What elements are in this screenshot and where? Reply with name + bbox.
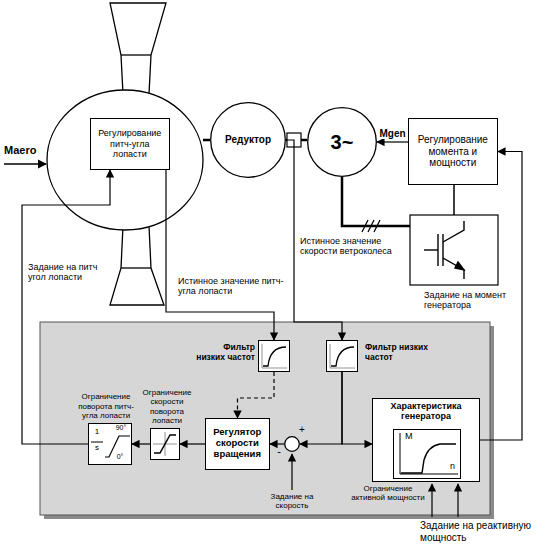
three-phase-mark <box>362 220 380 232</box>
power-wire <box>342 177 410 226</box>
gearbox-circle: Редуктор <box>210 102 286 178</box>
characteristic-curve <box>401 444 456 473</box>
node-text: 0° <box>113 453 127 461</box>
circle-shape <box>308 108 377 177</box>
node-text: Регулирование питч-угла лопасти <box>94 128 166 159</box>
integrator-box: Ограничение поворота питч-угла лопасти1s… <box>88 423 132 465</box>
torque-arrow <box>4 163 46 164</box>
node-text: Редуктор <box>218 134 278 146</box>
signal-connector <box>342 372 372 444</box>
signal-connector <box>180 443 205 444</box>
annotation-label: Задание на скорость <box>262 492 322 510</box>
summing-junction: -+ <box>284 436 300 452</box>
axis <box>262 344 287 368</box>
annotation-label: Задание на реактивную мощность <box>420 520 552 543</box>
signal-connector <box>132 443 150 444</box>
annotation-label: Истинное значение питч-угла лопасти <box>178 276 288 297</box>
annotation-label: Maero <box>4 144 48 157</box>
circle-outline <box>284 436 300 452</box>
signal-connector <box>377 141 408 142</box>
edge-label: Mgen <box>377 128 407 140</box>
node-text: + <box>298 424 306 436</box>
annotation-label: Истинное значение скорости ветроколеса <box>300 236 400 257</box>
limit-curve <box>154 435 176 453</box>
node-text: Регулятор скорости вращения <box>209 427 266 460</box>
filter-curve <box>331 347 354 366</box>
annotation-label: Ограничение активной мощности <box>348 484 428 502</box>
node-heading: Ограничение скорости поворота лопасти <box>139 388 195 425</box>
filter-curve <box>263 347 286 366</box>
controller-panel <box>40 322 490 515</box>
rotor-hub <box>47 90 203 230</box>
node-text: M <box>405 431 415 441</box>
box-symbol <box>259 341 289 371</box>
input-arrow <box>291 454 292 490</box>
annotation-label: Задание на момент генератора <box>424 290 516 311</box>
lowpass-filter-box: Фильтр низких частот <box>258 340 290 372</box>
converter-box <box>410 215 498 285</box>
circle-shape <box>211 103 286 178</box>
annotation-label: Задание на питч угол лопасти <box>28 262 106 283</box>
input-arrow <box>431 484 432 517</box>
shaft <box>203 139 210 142</box>
fraction-bar <box>91 442 103 443</box>
box-symbol <box>151 429 179 459</box>
node-text: Характеристика генератора <box>375 401 477 422</box>
box-symbol <box>327 341 357 371</box>
pitch-control-box: Регулирование питч-угла лопасти <box>90 118 170 170</box>
input-arrow <box>457 484 458 517</box>
node-text: Фильтр низких частот <box>195 343 255 363</box>
node-heading: Ограничение поворота питч-угла лопасти <box>77 392 135 420</box>
node-text: Фильтр низких частот <box>365 343 437 363</box>
signal-connector <box>166 170 274 340</box>
control-wire <box>453 185 455 215</box>
axis <box>330 344 355 368</box>
signal-connector <box>238 372 275 418</box>
rate-limiter-box: Ограничение скорости поворота лопасти <box>150 428 180 460</box>
circle-shape <box>285 437 300 452</box>
signal-connector <box>300 372 342 444</box>
igbt-symbol <box>424 221 464 279</box>
characteristic-plot: Mn <box>393 429 461 479</box>
node-text: n <box>450 461 459 471</box>
node-text: - <box>276 445 282 458</box>
generator-characteristic-box: Характеристика генератораMn <box>372 398 480 482</box>
node-text: 90° <box>112 424 130 432</box>
node-text: 3~ <box>315 131 369 154</box>
node-text: s <box>92 443 102 452</box>
generator-circle: 3~ <box>307 107 377 177</box>
speed-controller-box: Регулятор скорости вращения <box>205 418 270 470</box>
torque-control-box: Регулирование момента и мощности <box>408 118 498 185</box>
signal-connector <box>270 443 284 444</box>
node-text: Регулирование момента и мощности <box>412 134 494 169</box>
lowpass-filter-box: Фильтр низких частот <box>326 340 358 372</box>
node-text: 1 <box>92 427 102 436</box>
